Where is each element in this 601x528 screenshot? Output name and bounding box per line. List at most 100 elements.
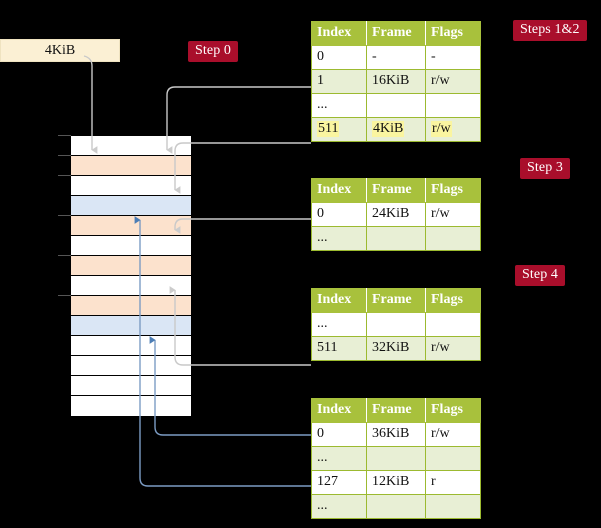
table-cell: 511	[311, 336, 367, 361]
table-cell: ...	[311, 312, 367, 337]
table-cell: r/w	[425, 422, 481, 447]
table-cell	[366, 494, 426, 519]
memory-frame-row	[71, 156, 191, 176]
column-header-flags: Flags	[425, 21, 481, 46]
table-cell	[366, 446, 426, 471]
table-cell: 12KiB	[366, 470, 426, 495]
table-cell: 127	[311, 470, 367, 495]
column-header-index: Index	[311, 21, 367, 46]
table-cell: r/w	[425, 117, 481, 142]
memory-frame-row	[71, 216, 191, 236]
column-header-frame: Frame	[366, 21, 426, 46]
table-row: ...	[311, 446, 481, 471]
highlighted-value: 511	[317, 121, 340, 137]
column-header-index: Index	[311, 178, 367, 203]
column-header-frame: Frame	[366, 398, 426, 423]
table-cell	[425, 446, 481, 471]
memory-tick	[58, 155, 71, 156]
column-header-flags: Flags	[425, 288, 481, 313]
memory-frame-row	[71, 176, 191, 196]
table-cell: r/w	[425, 202, 481, 227]
memory-tick	[58, 295, 71, 296]
column-header-flags: Flags	[425, 178, 481, 203]
page-size-label: 4KiB	[44, 42, 76, 58]
memory-frame-row	[71, 136, 191, 156]
table-row: 0--	[311, 45, 481, 70]
memory-frame-row	[71, 236, 191, 256]
table-cell: -	[366, 45, 426, 70]
column-header-frame: Frame	[366, 178, 426, 203]
table-row: ...	[311, 494, 481, 519]
table-cell: 0	[311, 202, 367, 227]
column-header-frame: Frame	[366, 288, 426, 313]
table-row: ...	[311, 226, 481, 251]
table-cell: 16KiB	[366, 69, 426, 94]
memory-frame-row	[71, 316, 191, 336]
column-header-index: Index	[311, 288, 367, 313]
table-row: ...	[311, 312, 481, 337]
table-cell	[366, 226, 426, 251]
column-header-index: Index	[311, 398, 367, 423]
wire-table3-row511-to-memory	[169, 286, 311, 366]
table-cell	[366, 93, 426, 118]
memory-frame-row	[71, 356, 191, 376]
table-cell: 0	[311, 422, 367, 447]
memory-tick	[58, 255, 71, 256]
table-row: 511 4KiB r/w	[311, 117, 481, 142]
highlighted-value: 4KiB	[372, 121, 405, 137]
table-cell	[425, 494, 481, 519]
table-cell	[425, 312, 481, 337]
table-cell	[425, 93, 481, 118]
step-badge-step4: Step 4	[515, 265, 565, 286]
table-cell: r/w	[425, 336, 481, 361]
step-badge-steps12: Steps 1&2	[513, 20, 587, 41]
physical-memory-column	[70, 135, 191, 416]
memory-frame-row	[71, 396, 191, 416]
table-cell: r/w	[425, 69, 481, 94]
table-cell: ...	[311, 446, 367, 471]
table-row: ...	[311, 93, 481, 118]
memory-frame-row	[71, 296, 191, 316]
memory-frame-row	[71, 336, 191, 356]
table-cell: ...	[311, 494, 367, 519]
table-cell	[425, 226, 481, 251]
table-cell: 32KiB	[366, 336, 426, 361]
table-cell: ...	[311, 226, 367, 251]
table-cell: ...	[311, 93, 367, 118]
table-cell: 0	[311, 45, 367, 70]
wire-table2-row0-to-memory	[174, 218, 311, 234]
page-size-box: 4KiB	[0, 39, 120, 62]
table-cell: r	[425, 470, 481, 495]
memory-frame-row	[71, 196, 191, 216]
table-cell: 36KiB	[366, 422, 426, 447]
memory-tick	[58, 135, 71, 136]
table-cell: -	[425, 45, 481, 70]
table-cell: 4KiB	[366, 117, 426, 142]
memory-frame-row	[71, 376, 191, 396]
wire-table1-row511-to-memory	[174, 142, 311, 194]
highlighted-value: r/w	[431, 121, 452, 137]
table-cell: 511	[311, 117, 367, 142]
memory-tick	[58, 215, 71, 216]
memory-frame-row	[71, 276, 191, 296]
memory-tick	[58, 175, 71, 176]
table-cell: 24KiB	[366, 202, 426, 227]
column-header-flags: Flags	[425, 398, 481, 423]
step-badge-step0: Step 0	[188, 41, 238, 62]
table-cell: 1	[311, 69, 367, 94]
step-badge-step3: Step 3	[520, 158, 570, 179]
table-cell	[366, 312, 426, 337]
memory-frame-row	[71, 256, 191, 276]
